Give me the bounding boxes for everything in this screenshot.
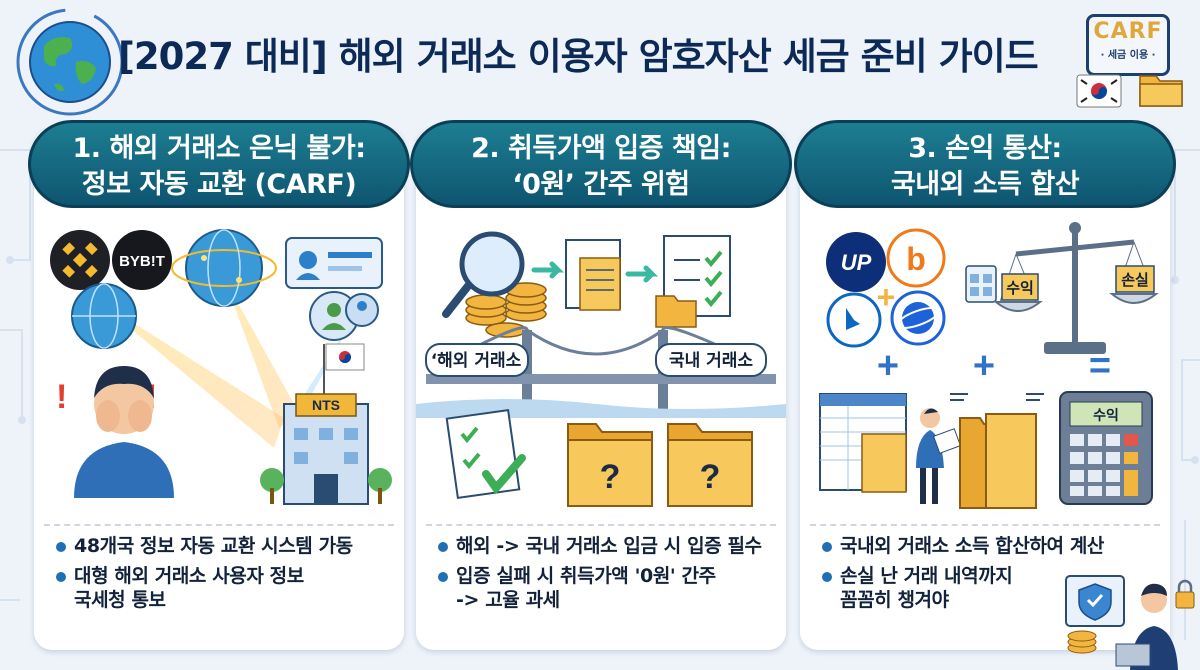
nts-label: NTS (312, 397, 340, 413)
panel-heading-line2: 정보 자동 교환 (CARF) (81, 169, 357, 200)
bullet-item: 48개국 정보 자동 교환 시스템 가동 (54, 534, 394, 558)
bullet-list: 해외 -> 국내 거래소 입금 시 입증 필수 입증 실패 시 취득가액 '0원… (436, 534, 776, 618)
panel-heading: 3. 손익 통산: 국내외 소득 합산 (794, 120, 1176, 208)
folder-question-icon: ? (567, 423, 653, 507)
checklist-icon (445, 408, 526, 500)
person-folders-icon (916, 393, 1044, 509)
panel-heading-line2: ‘0원’ 간주 위험 (512, 169, 690, 200)
globe-icon (71, 283, 137, 349)
svg-text:+: + (973, 345, 995, 387)
scale-profit-label: 수익 (1006, 279, 1034, 297)
users-icon (309, 291, 379, 341)
bybit-label: BYB!T (119, 253, 165, 270)
checklist-icon (655, 235, 731, 328)
overseas-exchange-label: ‘해외 거래소 (431, 351, 522, 371)
carf-badge: CARF · 세금 이용 · (1086, 14, 1170, 76)
calculator-display: 수익 (1093, 407, 1119, 424)
panel-heading: 2. 취득가액 입증 책임: ‘0원’ 간주 위험 (410, 120, 792, 208)
domestic-exchange-label: 국내 거래소 (669, 351, 753, 371)
divider (426, 524, 776, 526)
folder-icon (1139, 75, 1183, 107)
scale-loss-label: 손실 (1121, 271, 1149, 289)
panel-heading-line1: 3. 손익 통산: (908, 133, 1062, 164)
upbit-logo-icon: UP (826, 232, 886, 292)
calculator-icon: 수익 (1059, 391, 1153, 505)
carf-badge-subtitle: · 세금 이용 · (1100, 50, 1156, 61)
svg-text:!: ! (56, 378, 67, 416)
coinone-logo-icon (890, 290, 946, 346)
svg-text:?: ? (700, 458, 721, 496)
korea-flag-icon (325, 343, 365, 371)
bybit-logo-icon: BYB!T (112, 230, 172, 290)
mini-calculator-icon (965, 265, 997, 303)
bullet-item: 입증 실패 시 취득가액 '0원' 간주-> 고율 과세 (436, 564, 776, 612)
panel-heading-line1: 2. 취득가액 입증 책임: (471, 133, 731, 164)
page-title: [2027 대비] 해외 거래소 이용자 암호자산 세금 준비 가이드 (118, 35, 1039, 78)
binance-wallet-icon (826, 292, 882, 348)
government-building-icon: NTS (260, 343, 392, 505)
svg-text:=: = (1089, 345, 1111, 387)
network-globe-icon (171, 229, 277, 307)
folder-question-icon: ? (667, 423, 753, 507)
bullet-item: 해외 -> 국내 거래소 입금 시 입증 필수 (436, 534, 776, 558)
security-person-icon (1065, 575, 1195, 670)
panel-heading-line2: 국내외 소득 합산 (890, 169, 1080, 200)
panel-acquisition-cost: 2. 취득가액 입증 책임: ‘0원’ 간주 위험 ‘해외 거래소 (410, 120, 792, 650)
header: [2027 대비] 해외 거래소 이용자 암호자산 세금 준비 가이드 CARF… (0, 0, 1200, 118)
binance-logo-icon (50, 230, 110, 290)
svg-text:+: + (877, 279, 896, 315)
panel-heading: 1. 해외 거래소 은닉 불가: 정보 자동 교환 (CARF) (28, 120, 410, 208)
balance-scale-icon: 수익 손실 (993, 222, 1159, 354)
bithumb-logo-icon: b (886, 228, 946, 288)
panel-carf: 1. 해외 거래소 은닉 불가: 정보 자동 교환 (CARF) BYB!T (28, 120, 410, 650)
panel-profit-loss: 3. 손익 통산: 국내외 소득 합산 UP b + 수익 손실 + + (794, 120, 1176, 650)
svg-text:+: + (877, 345, 899, 387)
carf-badge-word: CARF (1093, 19, 1163, 44)
globe-icon (16, 8, 124, 116)
id-card-icon (285, 237, 383, 289)
divider (44, 524, 394, 526)
bullet-item: 국내외 거래소 소득 합산하여 계산 (820, 534, 1160, 558)
acquisition-illustration: ‘해외 거래소 국내 거래소 ? ? (416, 231, 786, 507)
magnifier-coins-icon (442, 231, 547, 338)
svg-text:?: ? (600, 458, 621, 496)
divider (810, 524, 1160, 526)
carf-illustration: BYB!T ! ! NTS (50, 229, 392, 505)
worried-person-icon: ! ! (56, 366, 174, 498)
profit-loss-illustration: UP b + 수익 손실 + + = (819, 222, 1159, 509)
upbit-label: UP (841, 250, 872, 275)
right-bank-label-box: 국내 거래소 (655, 343, 767, 377)
panel-heading-line1: 1. 해외 거래소 은닉 불가: (72, 133, 367, 164)
document-icon (565, 239, 621, 311)
korea-flag-icon (1076, 74, 1122, 108)
spreadsheet-icon (819, 393, 907, 493)
left-bank-label-box: ‘해외 거래소 (425, 343, 529, 377)
bithumb-label: b (906, 241, 926, 277)
